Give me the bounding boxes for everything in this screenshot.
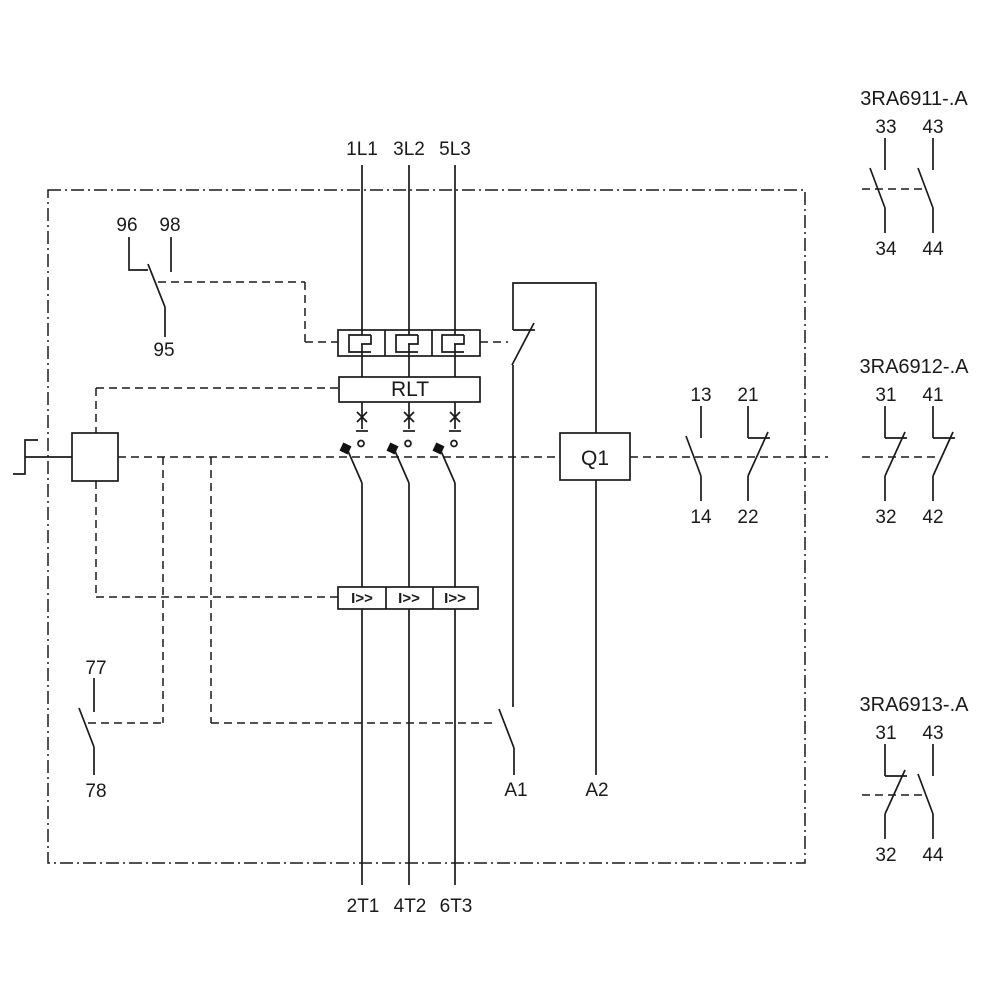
phase-label-1l1: 1L1 [346, 139, 378, 160]
accessory-3ra6913: 3RA6913-.A 31 43 32 44 [860, 694, 970, 866]
trip-nc-contact-circuit [511, 282, 597, 707]
accessory-3ra6911: 3RA6911-.A 33 43 34 44 [860, 88, 968, 260]
terminal-13-label: 13 [690, 385, 711, 406]
terminal-78-label: 78 [85, 781, 106, 802]
terminal-44-label: 44 [922, 239, 944, 260]
x-linkage-icon [356, 411, 368, 423]
terminal-a1-label: A1 [504, 780, 527, 801]
a1-contact: A1 [498, 708, 528, 801]
terminal-95-label: 95 [153, 340, 174, 361]
bridge-contact-icon [395, 334, 419, 353]
bridge-contact-icon [348, 334, 372, 353]
terminal-a2-label: A2 [585, 780, 608, 801]
terminal-96-label: 96 [116, 215, 137, 236]
phase-label-2t1: 2T1 [347, 896, 380, 917]
bridge-contact-icon [441, 334, 465, 353]
breaker-pole-1 [339, 430, 368, 484]
q1-coil: Q1 A2 [559, 432, 631, 801]
overload-contact-95-96-98: 96 98 95 [116, 215, 180, 361]
terminal-21-label: 21 [737, 385, 758, 406]
accessory-3ra6912: 3RA6912-.A 31 41 32 42 [860, 356, 970, 528]
terminal-31-label: 31 [875, 385, 896, 406]
terminal-22-label: 22 [737, 507, 758, 528]
terminal-98-label: 98 [159, 215, 180, 236]
blade-tip-icon [339, 442, 352, 455]
rlt-label: RLT [391, 378, 429, 401]
phase-conductors: 1L1 3L2 5L3 2T1 4T2 6T3 [346, 139, 472, 917]
accessory-title: 3RA6912-.A [860, 356, 970, 378]
phase-label-6t3: 6T3 [440, 896, 473, 917]
terminal-32-label: 32 [875, 507, 896, 528]
terminal-32-label: 32 [875, 845, 896, 866]
main-contact-block [337, 329, 481, 357]
phase-label-5l3: 5L3 [439, 139, 471, 160]
terminal-33-label: 33 [875, 117, 896, 138]
mechanical-linkages [88, 281, 828, 724]
mechanism-box [71, 432, 119, 482]
trip-label-1: I>> [351, 590, 373, 607]
trip-label-2: I>> [398, 590, 420, 607]
x-linkage-icon [449, 411, 461, 423]
terminal-77-label: 77 [85, 658, 106, 679]
phase-label-3l2: 3L2 [393, 139, 425, 160]
terminal-43-label: 43 [922, 117, 943, 138]
terminal-14-label: 14 [690, 507, 712, 528]
blade-tip-icon [386, 442, 399, 455]
manual-actuator [13, 432, 119, 482]
accessory-title: 3RA6913-.A [860, 694, 970, 716]
phase-label-4t2: 4T2 [394, 896, 427, 917]
trip-block: I>> I>> I>> [337, 586, 479, 610]
terminal-43-label: 43 [922, 723, 943, 744]
accessory-title: 3RA6911-.A [860, 88, 968, 110]
signal-contact-77-78: 77 78 [78, 658, 107, 802]
q1-label: Q1 [581, 447, 609, 470]
aux-contact-21-22: 21 22 [737, 385, 770, 528]
linkage-x-icons [356, 411, 461, 423]
terminal-31-label: 31 [875, 723, 896, 744]
blade-tip-icon [432, 442, 445, 455]
aux-contact-13-14: 13 14 [685, 385, 712, 528]
terminal-34-label: 34 [875, 239, 897, 260]
trip-label-3: I>> [444, 590, 466, 607]
terminal-41-label: 41 [922, 385, 943, 406]
terminal-42-label: 42 [922, 507, 943, 528]
x-linkage-icon [403, 411, 415, 423]
rlt-relay-box: RLT [338, 376, 481, 403]
device-boundary-frame [47, 189, 806, 864]
terminal-44-label: 44 [922, 845, 944, 866]
breaker-pole-2 [386, 430, 415, 484]
